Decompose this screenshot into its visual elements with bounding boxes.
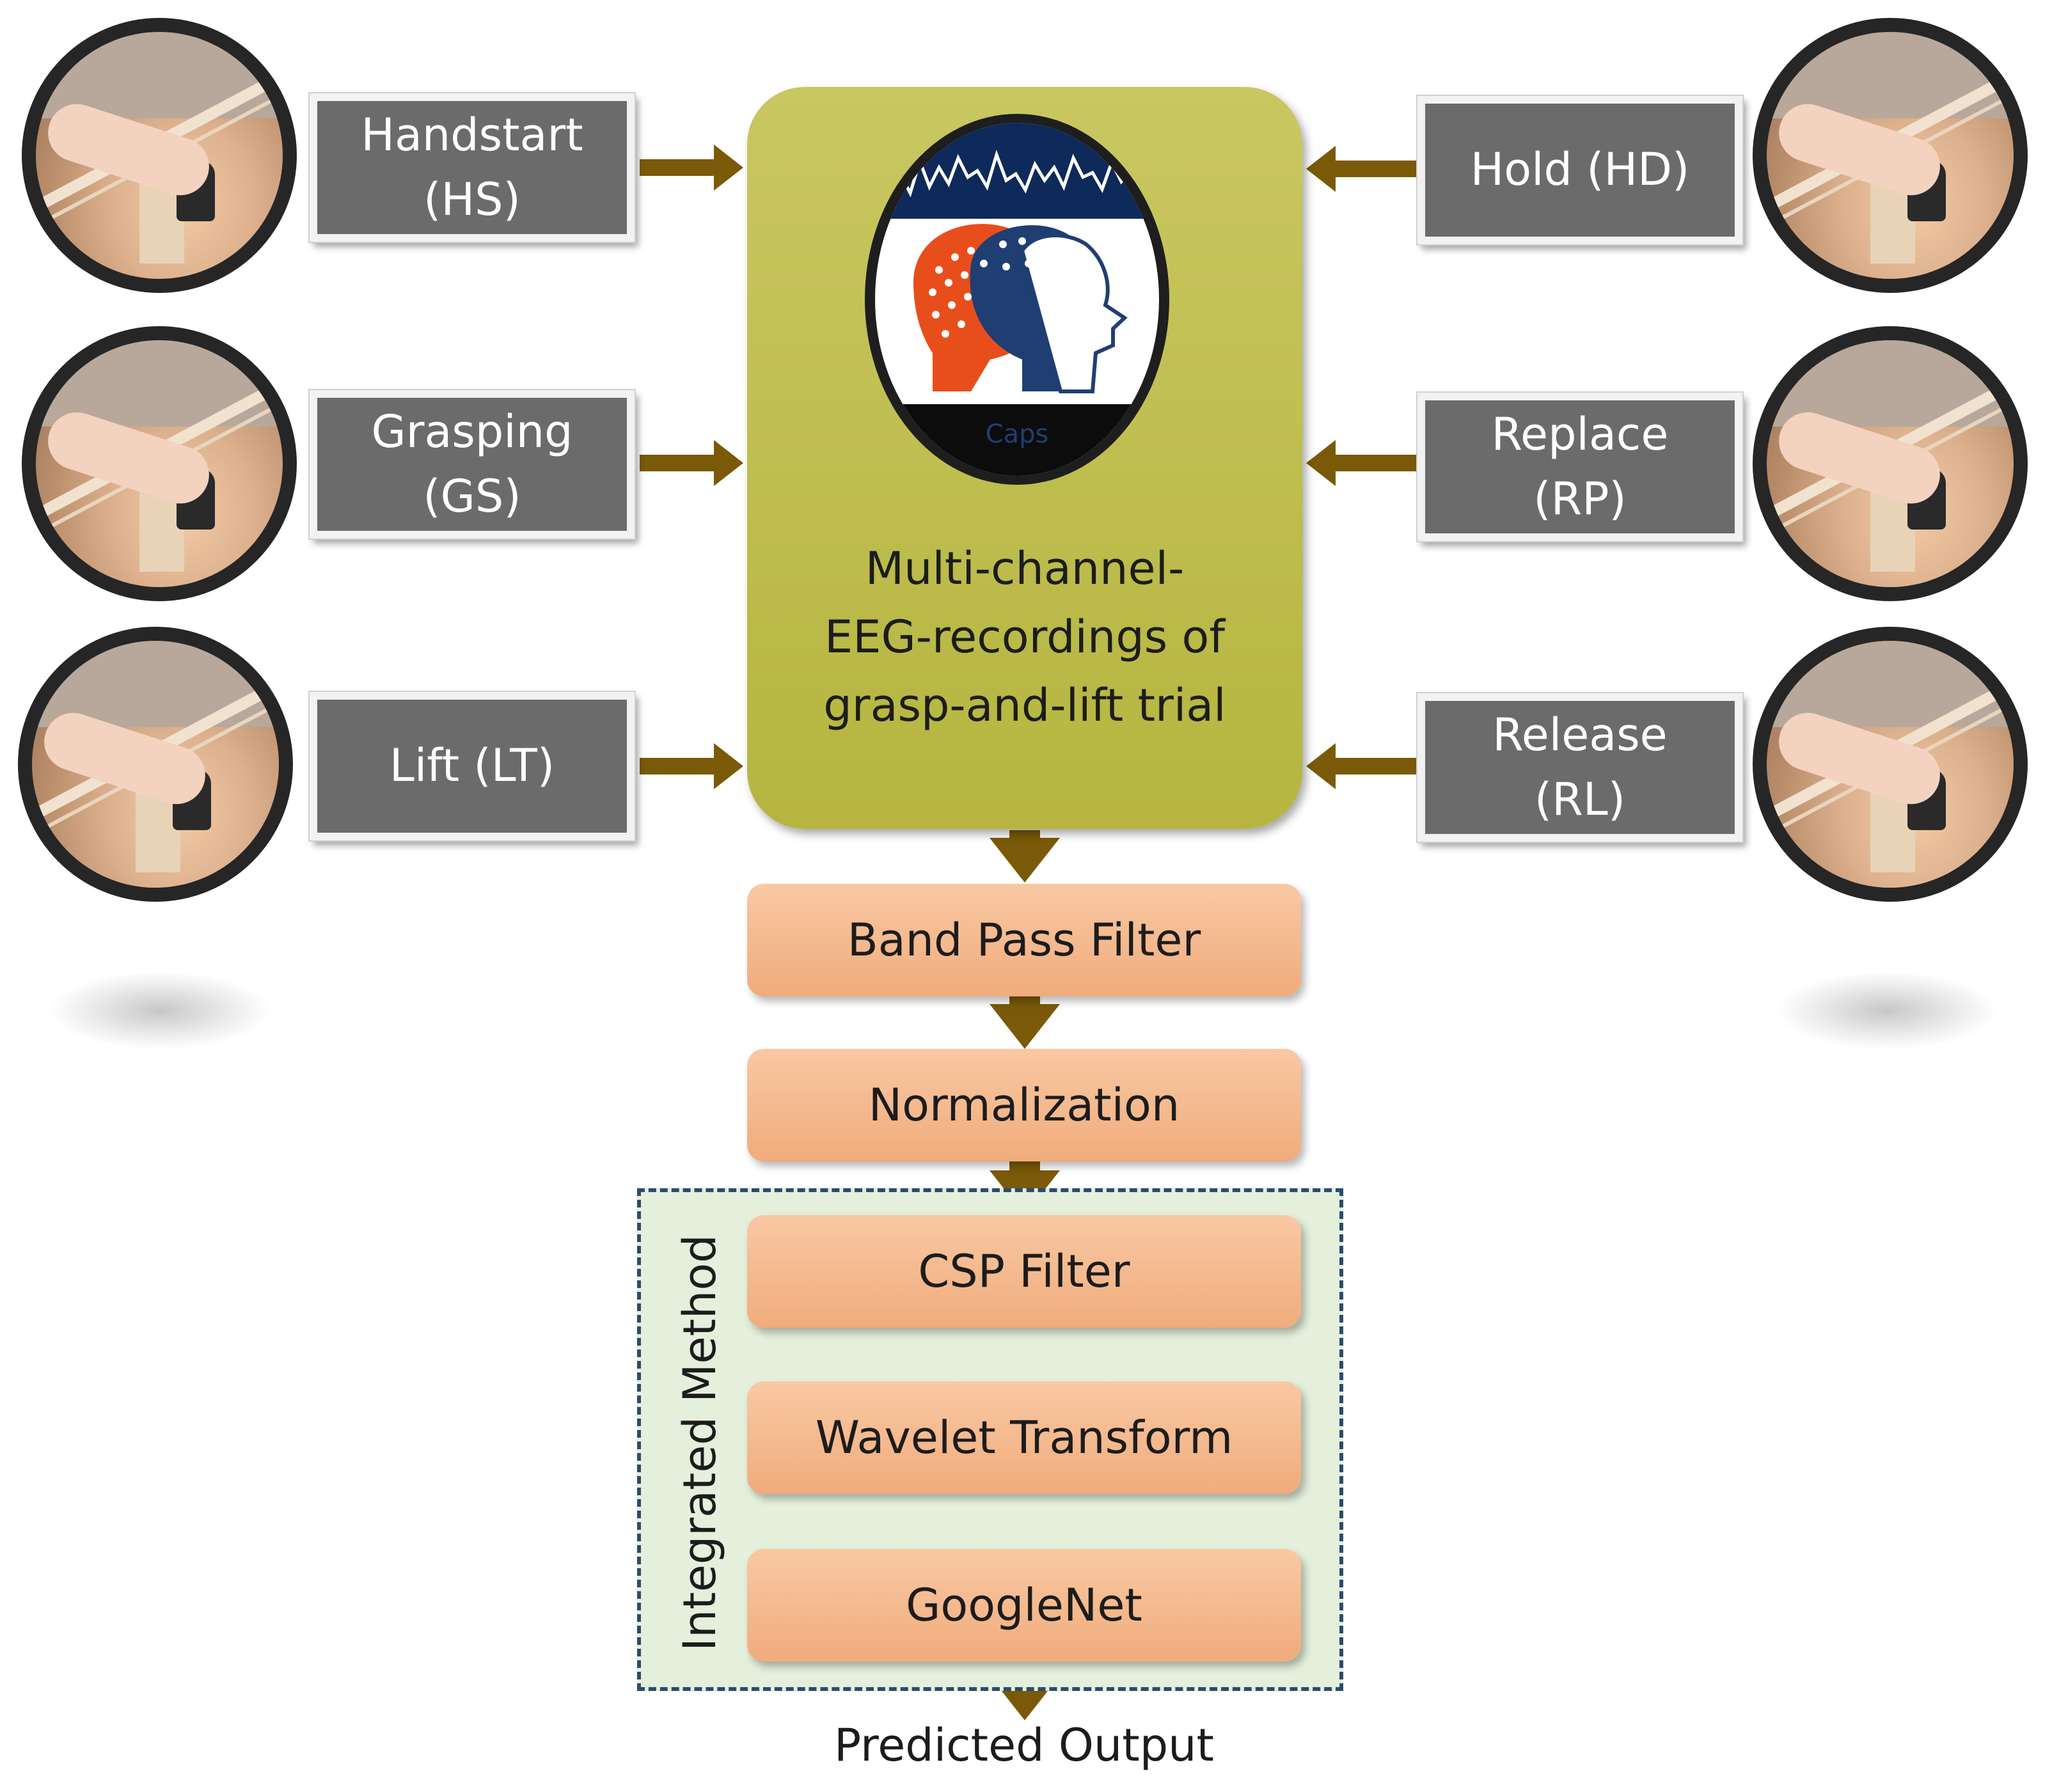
eeg-head-icon: Caps <box>875 123 1159 476</box>
replace-photo <box>1753 326 2028 601</box>
center-line-3: grasp-and-lift trial <box>823 679 1226 732</box>
arrow-handstart <box>640 145 743 191</box>
arrow-release <box>1306 743 1417 789</box>
eeg-recordings-label: Multi-channel- EEG-recordings of grasp-a… <box>747 535 1302 740</box>
event-box-hold: Hold (HD) <box>1416 95 1744 246</box>
wavelet-transform-step: Wavelet Transform <box>747 1381 1301 1494</box>
shadow-left <box>51 972 269 1049</box>
event-label-line1: Replace <box>1491 407 1669 460</box>
center-line-1: Multi-channel- <box>865 542 1185 595</box>
event-label-line2: (GS) <box>423 470 521 523</box>
lift-photo <box>18 627 293 902</box>
normalization-step: Normalization <box>747 1049 1301 1161</box>
event-label-line1: Lift (LT) <box>389 739 555 792</box>
googlenet-step: GoogleNet <box>747 1549 1301 1662</box>
arrow-grasping <box>640 440 743 486</box>
event-box-handstart: Handstart (HS) <box>308 92 636 243</box>
event-label-line1: Handstart <box>361 108 583 161</box>
event-box-grasping: Grasping (GS) <box>308 389 636 540</box>
integrated-method-label: Integrated Method <box>674 1234 726 1651</box>
event-box-replace: Replace (RP) <box>1416 391 1744 542</box>
event-label-line2: (RL) <box>1534 773 1626 826</box>
arrow-to-normalization <box>990 996 1060 1049</box>
arrow-to-band-pass <box>990 830 1060 883</box>
event-label-line1: Grasping <box>371 405 573 458</box>
csp-filter-step: CSP Filter <box>747 1215 1301 1328</box>
eeg-cap-logo: Caps <box>865 114 1169 485</box>
arrow-lift <box>640 743 743 789</box>
arrow-replace <box>1306 440 1417 486</box>
release-photo <box>1753 627 2028 902</box>
event-label-line1: Release <box>1492 708 1668 761</box>
center-line-2: EEG-recordings of <box>824 611 1225 664</box>
handstart-photo <box>22 18 297 293</box>
event-box-lift: Lift (LT) <box>308 691 636 842</box>
event-label-line1: Hold (HD) <box>1470 143 1690 196</box>
logo-caption: Caps <box>986 420 1049 449</box>
event-label-line2: (RP) <box>1533 473 1627 525</box>
shadow-right <box>1778 972 1996 1049</box>
event-box-release: Release (RL) <box>1416 692 1744 843</box>
event-label-line2: (HS) <box>423 173 521 226</box>
predicted-output-label: Predicted Output <box>833 1719 1214 1772</box>
grasping-photo <box>22 326 297 601</box>
band-pass-filter-step: Band Pass Filter <box>747 884 1301 996</box>
hold-photo <box>1753 18 2028 293</box>
arrow-hold <box>1306 146 1417 192</box>
